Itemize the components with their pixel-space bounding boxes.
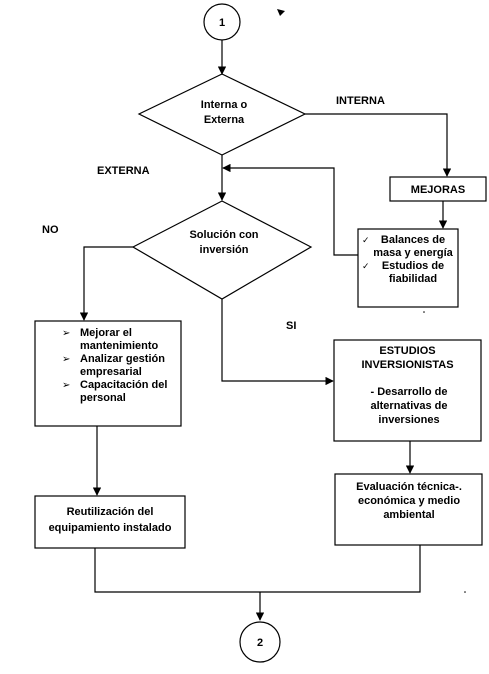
evaluacion-box (334, 473, 483, 546)
balances-item-1: Balances de masa y energía (362, 234, 456, 260)
mantenimiento-item-3: Capacitación del personal (62, 379, 180, 405)
edge-label-externa: EXTERNA (97, 165, 150, 177)
arrow-si-to-estudios (221, 299, 334, 386)
edge-label-no: NO (42, 224, 59, 236)
mantenimiento-content: Mejorar el mantenimiento Analizar gestió… (62, 327, 180, 405)
edge-label-si: SI (286, 320, 296, 332)
estudios-title: ESTUDIOS INVERSIONISTAS (361, 345, 454, 371)
estudios-box (333, 339, 482, 442)
estudios-body: - Desarrollo de alternativas de inversio… (370, 386, 448, 426)
end-connector (239, 621, 281, 663)
evaluacion-label: Evaluación técnica-. económica y medio a… (356, 481, 462, 521)
edge-label-interna: INTERNA (336, 95, 385, 107)
reutilizacion-box (34, 495, 186, 549)
stray-dot-1 (423, 311, 425, 313)
mejoras-label: MEJORAS (411, 184, 465, 196)
corner-mark-icon (277, 9, 285, 16)
mejoras-box (389, 176, 487, 202)
mantenimiento-item-2: Analizar gestión empresarial (62, 353, 180, 379)
decision2-line1: Solución con (189, 229, 258, 241)
balances-list: Balances de masa y energía Estudios de f… (362, 234, 456, 286)
merge-line-right (260, 545, 421, 593)
reutilizacion-label: Reutilización del equipamiento instalado (48, 506, 172, 534)
arrow-interna-to-mejoras (305, 113, 452, 177)
decision1-line2: Externa (204, 114, 245, 126)
end-connector-label: 2 (257, 637, 263, 649)
balances-item-2: Estudios de fiabilidad (362, 260, 456, 286)
decision2-line2: inversión (200, 244, 249, 256)
merge-line-left (94, 548, 260, 593)
decision1-line1: Interna o (201, 99, 248, 111)
arrow-no-to-mantenimiento (79, 246, 133, 321)
start-connector-label: 1 (219, 17, 225, 29)
mantenimiento-item-1: Mejorar el mantenimiento (62, 327, 180, 353)
mantenimiento-list: Mejorar el mantenimiento Analizar gestió… (62, 327, 180, 405)
balances-content: Balances de masa y energía Estudios de f… (362, 234, 456, 286)
arrow-balances-feedback (222, 163, 358, 256)
stray-dot-2 (464, 591, 466, 593)
